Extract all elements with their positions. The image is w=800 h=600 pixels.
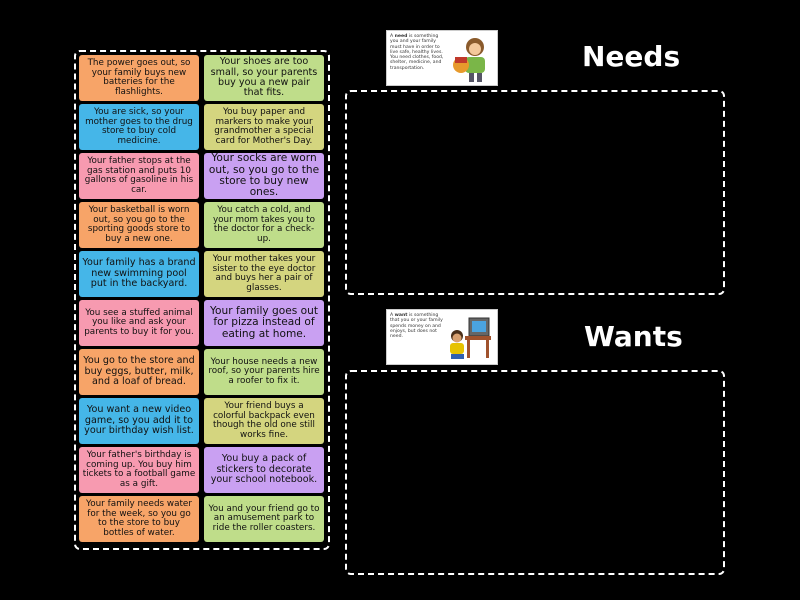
card-text: Your family needs water for the week, so…: [86, 499, 192, 538]
sort-card[interactable]: Your father stops at the gas station and…: [79, 153, 199, 199]
card-text: You buy a pack of stickers to decorate y…: [210, 453, 318, 486]
needs-drop-zone[interactable]: [345, 90, 725, 295]
needs-title: Needs: [582, 40, 681, 73]
sort-card[interactable]: You go to the store and buy eggs, butter…: [79, 349, 199, 395]
card-text: You catch a cold, and your mom takes you…: [212, 205, 316, 244]
card-text: You want a new video game, so you add it…: [84, 404, 194, 437]
wants-drop-zone[interactable]: [345, 370, 725, 575]
wants-title: Wants: [584, 320, 683, 353]
card-text: You see a stuffed animal you like and as…: [84, 307, 194, 337]
family-with-groceries-icon: [453, 38, 485, 82]
sort-card[interactable]: Your house needs a new roof, so your par…: [204, 349, 324, 395]
sort-card[interactable]: Your family needs water for the week, so…: [79, 496, 199, 542]
card-text: Your house needs a new roof, so your par…: [208, 356, 320, 386]
card-text: You go to the store and buy eggs, butter…: [83, 355, 195, 388]
sort-card[interactable]: Your family goes out for pizza instead o…: [204, 300, 324, 346]
sort-card[interactable]: Your friend buys a colorful backpack eve…: [204, 398, 324, 444]
sort-card[interactable]: Your family has a brand new swimming poo…: [79, 251, 199, 297]
card-text: Your mother takes your sister to the eye…: [212, 254, 316, 293]
sort-card[interactable]: Your shoes are too small, so your parent…: [204, 55, 324, 101]
card-tray: [74, 50, 330, 550]
card-text: Your family goes out for pizza instead o…: [209, 304, 318, 340]
sort-card[interactable]: You want a new video game, so you add it…: [79, 398, 199, 444]
card-text: Your friend buys a colorful backpack eve…: [213, 401, 315, 440]
sort-card[interactable]: You buy a pack of stickers to decorate y…: [204, 447, 324, 493]
sort-card[interactable]: You are sick, so your mother goes to the…: [79, 104, 199, 150]
card-text: Your socks are worn out, so you go to th…: [208, 152, 320, 199]
sort-card[interactable]: The power goes out, so your family buys …: [79, 55, 199, 101]
needs-reference-card: A need is something you and your family …: [386, 30, 498, 86]
card-text: Your shoes are too small, so your parent…: [210, 56, 318, 99]
card-text: Your father stops at the gas station and…: [84, 156, 194, 195]
card-text: You buy paper and markers to make your g…: [214, 107, 314, 146]
card-text: You and your friend go to an amusement p…: [208, 503, 320, 533]
card-text: Your basketball is worn out, so you go t…: [87, 205, 191, 244]
wants-reference-text: A want is something that you or your fam…: [390, 313, 443, 340]
wants-reference-card: A want is something that you or your fam…: [386, 309, 498, 365]
sort-card[interactable]: You and your friend go to an amusement p…: [204, 496, 324, 542]
sort-card[interactable]: Your father's birthday is coming up. You…: [79, 447, 199, 493]
child-playing-video-game-icon: [450, 317, 491, 359]
sort-card[interactable]: Your mother takes your sister to the eye…: [204, 251, 324, 297]
sort-card[interactable]: Your socks are worn out, so you go to th…: [204, 152, 324, 199]
card-text: Your father's birthday is coming up. You…: [82, 450, 196, 489]
sort-card[interactable]: You buy paper and markers to make your g…: [204, 104, 324, 150]
sort-card[interactable]: You catch a cold, and your mom takes you…: [204, 202, 324, 248]
sort-card[interactable]: Your basketball is worn out, so you go t…: [79, 202, 199, 248]
card-text: You are sick, so your mother goes to the…: [85, 107, 193, 146]
needs-reference-text: A need is something you and your family …: [390, 34, 444, 71]
card-text: Your family has a brand new swimming poo…: [82, 257, 196, 290]
card-text: The power goes out, so your family buys …: [87, 58, 191, 97]
sort-card[interactable]: You see a stuffed animal you like and as…: [79, 300, 199, 346]
